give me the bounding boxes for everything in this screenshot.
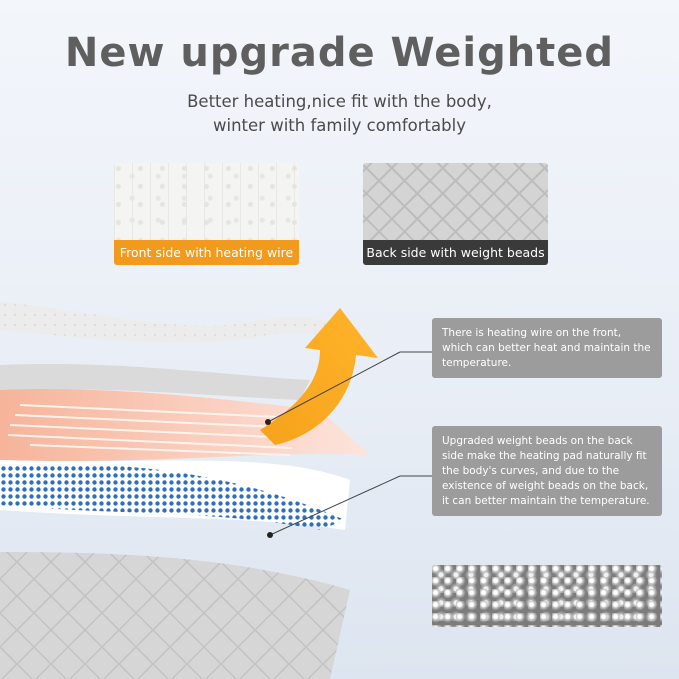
gray-middle-layer (0, 363, 310, 400)
weight-beads-layer (0, 463, 345, 530)
top-fabric-layer (0, 302, 360, 344)
back-swatch-label: Back side with weight beads (363, 240, 548, 265)
subtitle-line-1: Better heating,nice fit with the body, (187, 92, 492, 111)
front-swatch-label: Front side with heating wire (114, 240, 299, 265)
subtitle-line-2: winter with family comfortably (213, 116, 466, 135)
weight-beads-callout: Upgraded weight beads on the back side m… (432, 426, 662, 516)
leader-dot-heating (265, 419, 271, 425)
front-fabric-swatch: Front side with heating wire (114, 163, 299, 265)
heating-wire-callout: There is heating wire on the front, whic… (432, 318, 662, 378)
page-title: New upgrade Weighted (64, 30, 615, 76)
glass-beads-closeup (432, 565, 662, 627)
subtitle: Better heating,nice fit with the body, w… (0, 90, 679, 138)
quilted-bottom-layer (0, 552, 350, 679)
layer-diagram (0, 302, 432, 679)
leader-line-beads (269, 475, 401, 536)
back-fabric-swatch: Back side with weight beads (363, 163, 548, 265)
leader-dot-beads (267, 532, 273, 538)
leader-line-heating (267, 351, 401, 423)
